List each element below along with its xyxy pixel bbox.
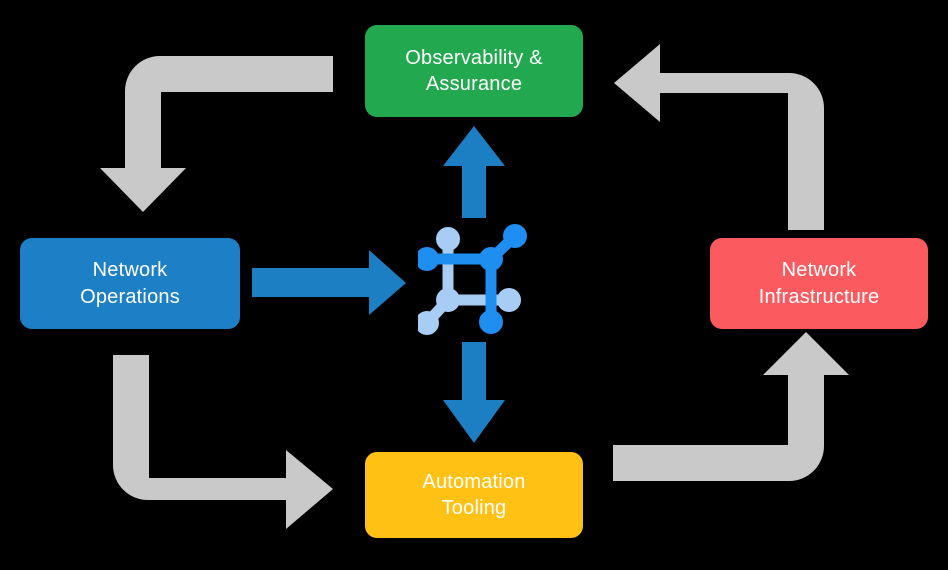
arrow-infrastructure-to-observability bbox=[614, 44, 824, 230]
node-box-network-infrastructure[interactable]: Network Infrastructure bbox=[710, 238, 928, 329]
node-label-observability: Observability & Assurance bbox=[405, 46, 543, 95]
node-left-dark bbox=[418, 247, 439, 271]
node-hub-light bbox=[436, 288, 460, 312]
node-box-network-operations[interactable]: Network Operations bbox=[20, 238, 240, 329]
node-top-right-dark bbox=[503, 224, 527, 248]
node-box-observability[interactable]: Observability & Assurance bbox=[365, 25, 583, 117]
arrow-center-to-automation bbox=[443, 342, 505, 443]
network-topology-icon bbox=[418, 224, 527, 335]
node-bottom-dark bbox=[479, 310, 503, 334]
node-right-light bbox=[497, 288, 521, 312]
node-box-automation-tooling[interactable]: Automation Tooling bbox=[365, 452, 583, 538]
node-label-automation-tooling: Automation Tooling bbox=[422, 470, 526, 519]
node-label-network-infrastructure: Network Infrastructure bbox=[758, 259, 880, 308]
arrow-observability-to-operations bbox=[100, 56, 333, 212]
arrow-operations-to-automation bbox=[113, 355, 333, 529]
arrow-center-to-observability bbox=[443, 126, 505, 218]
node-label-network-operations: Network Operations bbox=[80, 259, 180, 308]
arrow-operations-to-center bbox=[252, 250, 406, 315]
node-top-light bbox=[436, 227, 460, 251]
arrow-automation-to-infrastructure bbox=[613, 332, 849, 481]
node-hub-dark bbox=[479, 247, 503, 271]
node-bottom-left-light bbox=[418, 311, 439, 335]
